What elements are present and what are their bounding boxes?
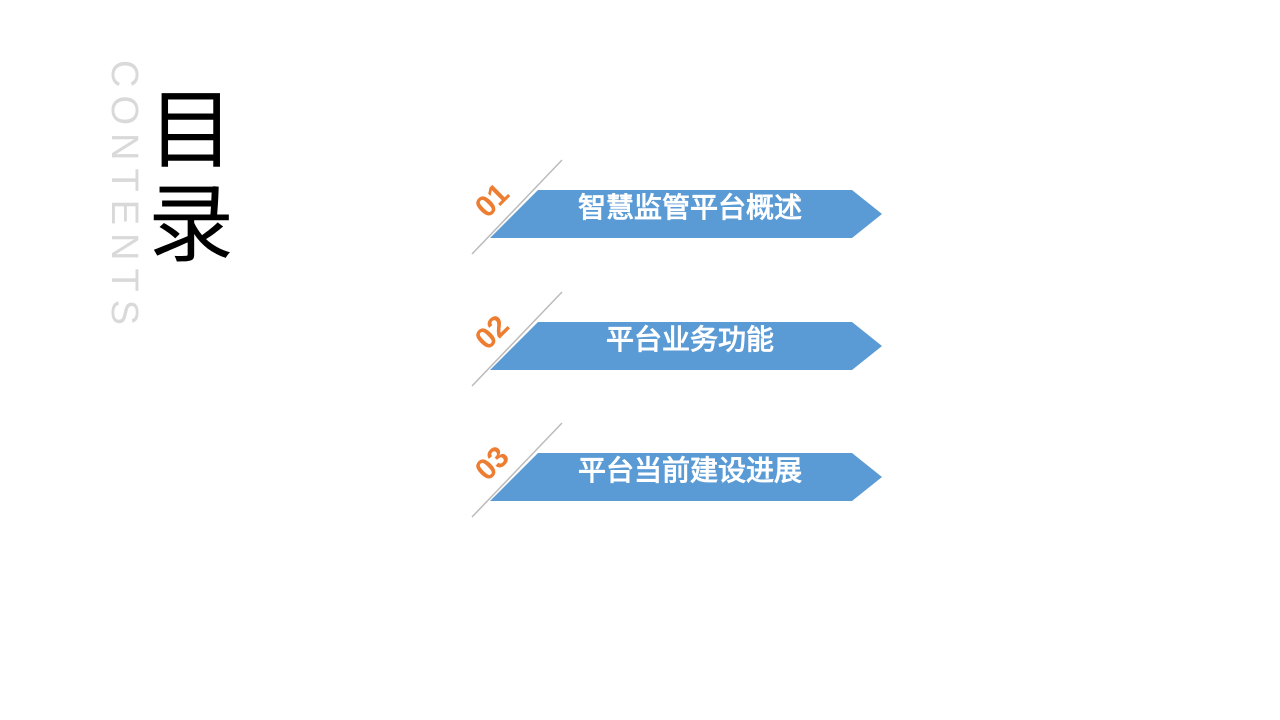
contents-watermark: CONTENTS bbox=[103, 60, 145, 333]
toc-item-3[interactable]: 03 平台当前建设进展 bbox=[469, 419, 890, 519]
toc-label: 平台当前建设进展 bbox=[577, 454, 802, 487]
banner-shape bbox=[471, 291, 882, 387]
banner-shape bbox=[471, 422, 882, 518]
toc-item-1[interactable]: 01 智慧监管平台概述 bbox=[469, 156, 890, 256]
banner-shape bbox=[471, 159, 882, 255]
toc-label: 智慧监管平台概述 bbox=[577, 191, 802, 224]
page-title: 目录 bbox=[148, 81, 234, 275]
toc-label: 平台业务功能 bbox=[605, 323, 774, 356]
toc-item-2[interactable]: 02 平台业务功能 bbox=[469, 288, 890, 388]
